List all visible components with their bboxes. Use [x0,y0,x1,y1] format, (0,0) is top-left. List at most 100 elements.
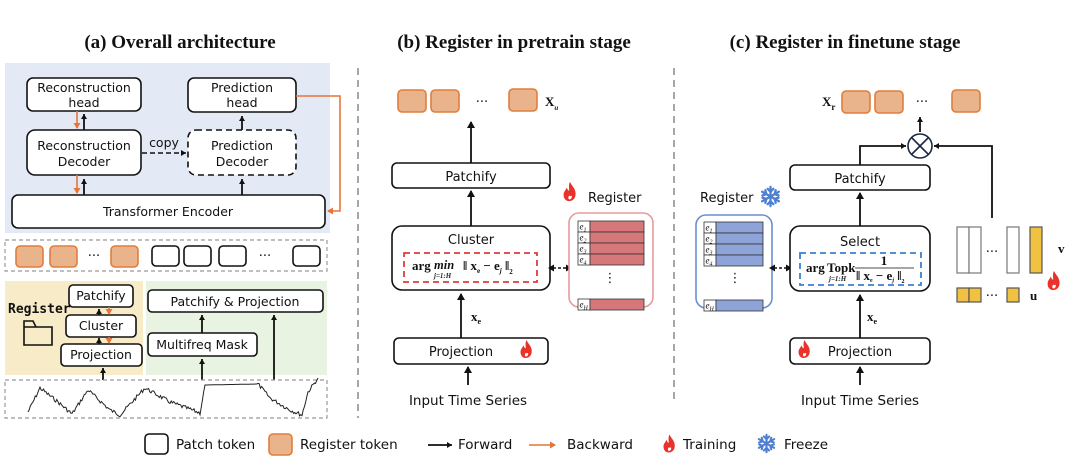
svg-text:Select: Select [840,235,880,250]
svg-text:Multifreq Mask: Multifreq Mask [156,337,248,352]
svg-text:eH: eH [706,301,715,313]
u-vector: ··· u [956,287,1037,304]
panel-b-title: (b) Register in pretrain stage [397,32,631,53]
copy-label: copy [149,135,179,150]
legend-label: Training [682,437,736,453]
register-token [951,89,981,113]
register-token [397,89,427,113]
svg-text:arg: arg [412,258,431,273]
svg-text:Projection: Projection [70,347,132,362]
svg-text:Cluster: Cluster [448,233,495,248]
svg-text:j=1:H: j=1:H [828,275,847,283]
legend-label: Backward [567,437,633,453]
ellipsis: ··· [88,249,100,264]
svg-text:e3: e3 [706,245,713,257]
patch-token-icon [144,433,169,455]
ellipsis: ··· [916,95,928,110]
svg-text:head: head [226,95,257,110]
select-box: Select arg Topk j=1:H 1 ‖ xe − ej ‖2 [789,225,931,292]
patch-token [183,245,212,267]
legend-label: Forward [458,437,512,453]
reconstruction-decoder-box: Reconstruction Decoder [26,129,142,176]
patchify-box: Patchify [391,162,551,189]
svg-text:Reconstruction: Reconstruction [37,138,131,153]
svg-text:‖ xe − ej ‖2: ‖ xe − ej ‖2 [856,268,904,285]
svg-text:Topk: Topk [827,260,856,275]
svg-text:e4: e4 [706,256,713,268]
xu-label: Xu [545,94,558,112]
fire-icon [663,434,675,453]
svg-text:Patchify: Patchify [445,170,497,185]
time-series-line [27,377,319,418]
register-label: Register [588,191,642,206]
projection-box: Projection [393,337,549,365]
xe-label: xe [471,309,482,326]
svg-text:Patchify & Projection: Patchify & Projection [171,294,300,309]
forward-arrow [859,143,906,165]
svg-text:Prediction: Prediction [211,138,273,153]
fire-icon [1047,270,1060,291]
time-series-frame [4,379,328,419]
register-token [49,245,78,268]
patchify-box: Patchify [68,284,134,308]
patch-token [292,245,321,267]
register-row: eH [577,298,645,312]
input-time-series-label: Input Time Series [409,393,527,409]
svg-text:Decoder: Decoder [58,154,111,169]
svg-text:Patchify: Patchify [834,172,886,187]
xr-label: Xr [822,94,835,112]
svg-text:⋮: ⋮ [729,271,742,286]
argmin-formula: arg min j=1:H ‖ xe − ej ‖2 [412,258,513,280]
svg-text:e2: e2 [706,234,713,246]
panel-c-title: (c) Register in finetune stage [730,32,961,53]
backward-arrow [296,95,341,215]
svg-text:‖ xe − ej ‖2: ‖ xe − ej ‖2 [463,258,513,276]
legend: Patch token Register token Forward Backw… [144,433,828,456]
v-matrix: ··· v [956,226,1065,274]
fire-icon [563,181,576,202]
register-row: eH [703,299,764,313]
v-label: v [1058,241,1065,256]
svg-text:Cluster: Cluster [79,318,124,333]
ellipsis: ··· [259,249,271,264]
svg-text:e3: e3 [580,244,587,256]
patch-token [218,245,247,267]
transformer-encoder-box: Transformer Encoder [11,194,326,229]
svg-text:e2: e2 [580,233,587,245]
svg-text:Reconstruction: Reconstruction [37,80,131,95]
patchify-projection-box: Patchify & Projection [147,289,324,313]
reconstruction-head-box: Reconstruction head [26,77,142,112]
snowflake-icon [757,433,776,454]
svg-text:⋮: ⋮ [604,271,617,286]
u-label: u [1030,288,1037,303]
svg-text:e1: e1 [580,222,587,234]
snowflake-icon [761,185,780,208]
register-token [110,245,139,268]
register-token [508,88,538,112]
svg-text:1: 1 [881,253,888,268]
projection-box: Projection [60,343,143,367]
register-token-icon [268,433,293,456]
svg-text:Projection: Projection [429,345,493,360]
multiply-operator-icon [907,133,933,159]
formula-frame [799,252,922,286]
ellipsis: ··· [476,95,488,110]
svg-text:head: head [68,95,99,110]
svg-text:Decoder: Decoder [216,154,269,169]
svg-text:Projection: Projection [828,345,892,360]
token-row [15,245,321,268]
svg-text:e4: e4 [580,255,587,267]
prediction-decoder-box: Prediction Decoder [187,129,297,176]
svg-text:min: min [434,258,454,272]
register-row: e4 [577,253,645,267]
register-label: Register [8,302,71,317]
forward-arrow [934,143,993,218]
svg-text:j=1:H: j=1:H [433,272,452,280]
legend-label: Patch token [176,437,255,453]
multifreq-mask-box: Multifreq Mask [147,332,258,357]
patchify-box: Patchify [789,164,931,191]
register-token [430,89,460,113]
